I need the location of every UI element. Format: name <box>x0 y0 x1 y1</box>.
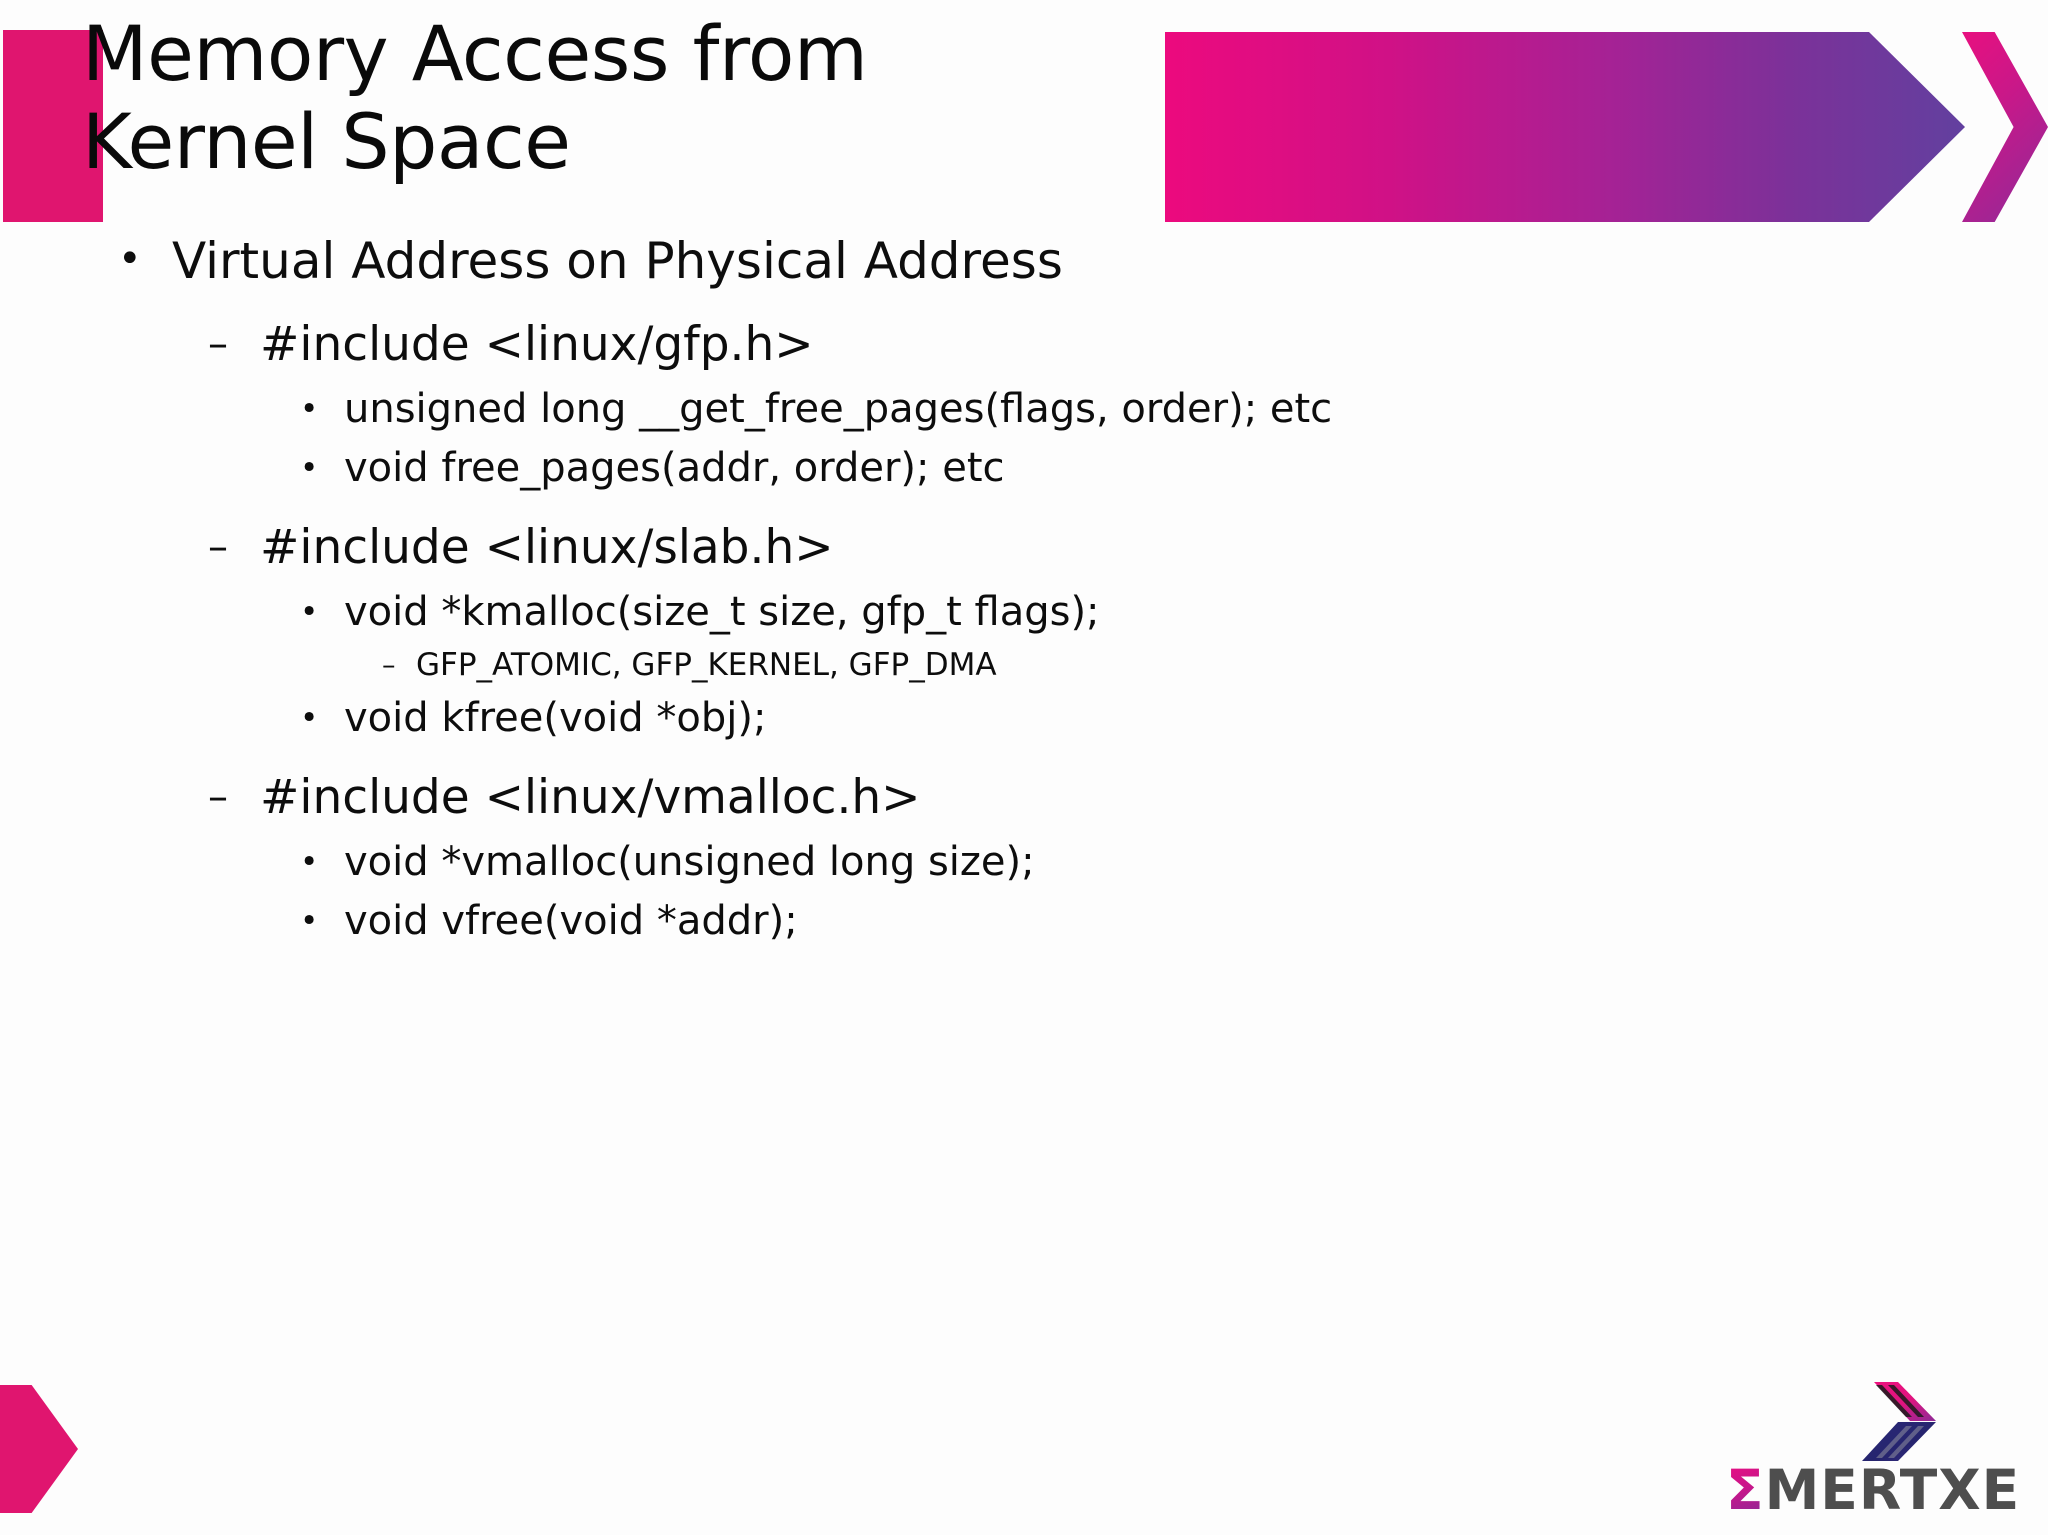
bullet-dot-icon: • <box>300 449 319 486</box>
bullet-level1-text: Virtual Address on Physical Address <box>172 232 1063 290</box>
list-item-text: void *vmalloc(unsigned long size); <box>344 839 1035 885</box>
page-title: Memory Access from Kernel Space <box>82 9 1132 187</box>
bullet-dot-icon: • <box>300 844 319 880</box>
section-header-slab: – #include <linux/slab.h> <box>0 517 2048 578</box>
slide-body: • Virtual Address on Physical Address – … <box>0 228 2048 954</box>
list-item-text: void free_pages(addr, order); etc <box>344 444 1005 491</box>
section-header-text: #include <linux/vmalloc.h> <box>260 769 921 825</box>
list-item-text: void vfree(void *addr); <box>344 897 798 944</box>
dash-icon: – <box>208 321 228 367</box>
list-item: • void kfree(void *obj); <box>0 692 2048 745</box>
bullet-dot-icon: • <box>118 236 142 282</box>
list-item: • unsigned long __get_free_pages(flags, … <box>0 383 2048 436</box>
header-chevron-icon <box>1962 32 2048 222</box>
logo-word-text: MERTXE <box>1764 1458 2021 1522</box>
list-item: • void *kmalloc(size_t size, gfp_t flags… <box>0 586 2048 639</box>
logo-sigma-icon: Σ <box>1726 1458 1765 1522</box>
list-item-text: void kfree(void *obj); <box>344 695 767 742</box>
dash-icon: – <box>208 773 228 820</box>
list-item: • void vfree(void *addr); <box>0 895 2048 948</box>
logo-chevron-icon <box>1848 1381 1940 1463</box>
page-title-line-1: Memory Access from <box>82 9 868 98</box>
section-header-text: #include <linux/slab.h> <box>260 519 834 575</box>
title-accent-block <box>3 30 103 222</box>
dash-icon: – <box>382 649 396 681</box>
emertxe-logo: ΣMERTXE <box>1726 1381 2026 1521</box>
spacer <box>0 501 2048 517</box>
spacer <box>0 304 2048 314</box>
bullet-dot-icon: • <box>300 593 319 630</box>
list-item-text: void *kmalloc(size_t size, gfp_t flags); <box>344 588 1100 635</box>
list-item: • void *vmalloc(unsigned long size); <box>0 836 2048 889</box>
logo-wordmark: ΣMERTXE <box>1726 1461 2026 1519</box>
section-header-gfp: – #include <linux/gfp.h> <box>0 314 2048 375</box>
bullet-dot-icon: • <box>300 902 319 939</box>
dash-icon: – <box>208 523 228 570</box>
bullet-level1-topic: • Virtual Address on Physical Address <box>0 228 2048 294</box>
footer-accent-arrow <box>0 1385 78 1513</box>
sub-list-item: – GFP_ATOMIC, GFP_KERNEL, GFP_DMA <box>0 645 2048 687</box>
header-gradient-arrow <box>1165 32 1965 222</box>
page-title-line-2: Kernel Space <box>82 97 571 187</box>
section-header-text: #include <linux/gfp.h> <box>260 317 814 372</box>
bullet-dot-icon: • <box>300 700 319 737</box>
sub-list-item-text: GFP_ATOMIC, GFP_KERNEL, GFP_DMA <box>416 646 997 683</box>
list-item: • void free_pages(addr, order); etc <box>0 442 2048 495</box>
bullet-dot-icon: • <box>300 391 319 428</box>
list-item-text: unsigned long __get_free_pages(flags, or… <box>344 386 1333 433</box>
spacer <box>0 751 2048 767</box>
section-header-vmalloc: – #include <linux/vmalloc.h> <box>0 767 2048 828</box>
